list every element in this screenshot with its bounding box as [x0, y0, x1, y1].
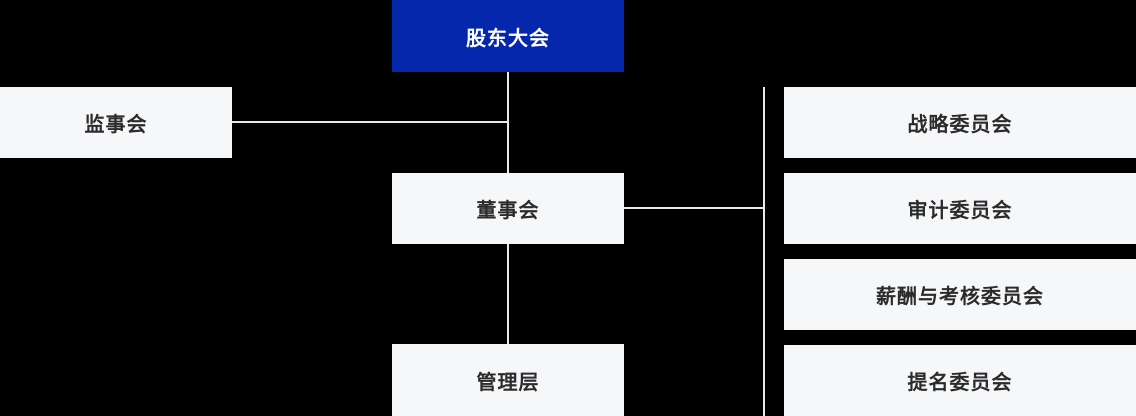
org-node-shareholders-meeting[interactable]: 股东大会: [392, 0, 624, 72]
connector-supervisors-to-trunk-horizontal: [232, 121, 508, 123]
org-node-audit-committee[interactable]: 审计委员会: [784, 173, 1136, 244]
connector-committees-spine-vertical: [763, 87, 765, 416]
org-node-management[interactable]: 管理层: [392, 344, 624, 416]
org-node-board-of-directors[interactable]: 董事会: [392, 173, 624, 244]
connector-board-to-management-vertical: [507, 244, 509, 344]
connector-root-to-board-vertical: [507, 72, 509, 173]
org-node-strategy-committee[interactable]: 战略委员会: [784, 87, 1136, 158]
org-node-nomination-committee[interactable]: 提名委员会: [784, 345, 1136, 416]
connector-board-to-committees-horizontal: [624, 207, 764, 209]
org-node-board-of-supervisors[interactable]: 监事会: [0, 87, 232, 158]
org-node-remuneration-appraisal-committee[interactable]: 薪酬与考核委员会: [784, 259, 1136, 330]
